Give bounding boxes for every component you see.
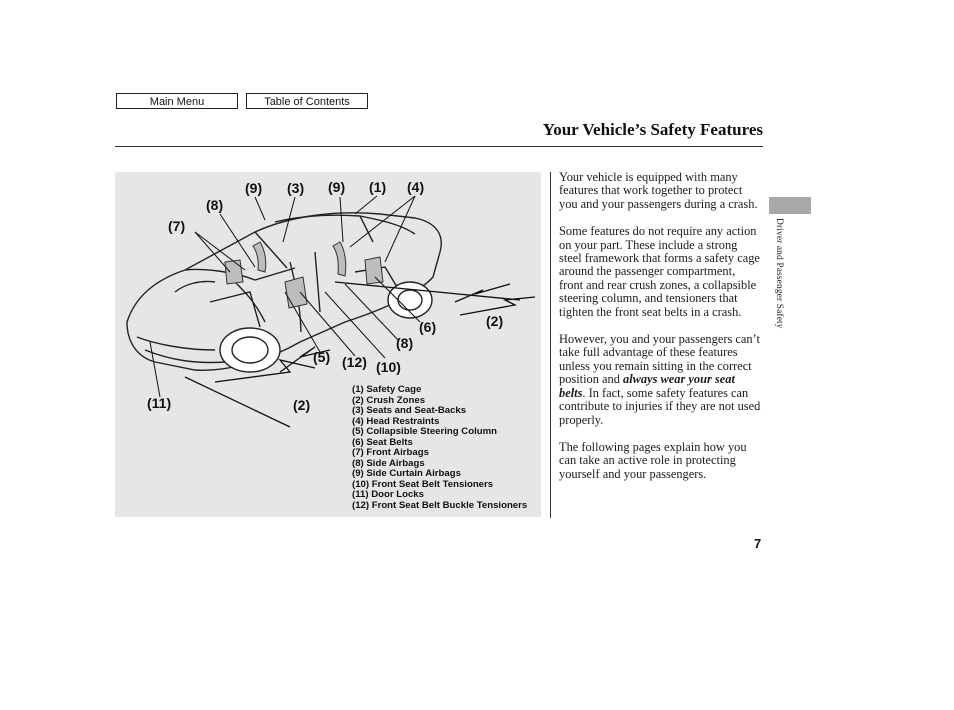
paragraph-seat-belts: However, you and your passengers can’t t…	[559, 332, 761, 427]
callout-2-right: (2)	[486, 313, 503, 329]
emphasis-seat-belts: always wear your seat belts	[559, 372, 735, 400]
callout-6: (6)	[419, 319, 436, 335]
page-number: 7	[754, 536, 762, 551]
table-of-contents-button[interactable]: Table of Contents	[246, 93, 368, 109]
car-illustration: (9) (3) (9) (1) (4) (8) (7) (6) (2) (8) …	[126, 179, 536, 428]
callout-8-top: (8)	[206, 197, 223, 213]
callout-9-left: (9)	[245, 180, 262, 196]
callout-5: (5)	[313, 349, 330, 365]
legend-item: (3) Seats and Seat-Backs	[352, 405, 467, 416]
safety-features-figure: (9) (3) (9) (1) (4) (8) (7) (6) (2) (8) …	[115, 172, 541, 517]
column-divider	[550, 172, 551, 518]
callout-7: (7)	[168, 218, 185, 234]
legend-item: (8) Side Airbags	[352, 457, 425, 469]
legend-item: (2) Crush Zones	[352, 394, 426, 406]
callout-4: (4)	[407, 179, 424, 195]
paragraph-text: . In fact, some safety features can cont…	[559, 385, 761, 427]
paragraph-following-pages: The following pages explain how you can …	[559, 439, 747, 481]
legend-item: (4) Head Restraints	[352, 415, 440, 427]
callout-8-bottom: (8)	[396, 335, 413, 351]
callout-10: (10)	[376, 359, 401, 375]
legend-item: (7) Front Airbags	[352, 447, 429, 458]
section-tab	[769, 197, 811, 214]
callout-11: (11)	[147, 395, 171, 411]
page-title: Your Vehicle’s Safety Features	[542, 120, 763, 139]
legend-item: (5) Collapsible Steering Column	[352, 426, 497, 437]
callout-12: (12)	[342, 354, 367, 370]
paragraph-intro: Your vehicle is equipped with many featu…	[559, 170, 758, 211]
legend-item: (12) Front Seat Belt Buckle Tensioners	[352, 499, 528, 511]
section-label: Driver and Passenger Safety	[774, 218, 784, 329]
callout-2-bottom: (2)	[293, 397, 310, 413]
legend-item: (6) Seat Belts	[352, 436, 413, 448]
header-rule	[115, 146, 763, 147]
callout-3: (3)	[287, 180, 304, 196]
figure-legend: (1) Safety Cage (2) Crush Zones (3) Seat…	[352, 384, 528, 511]
legend-item: (10) Front Seat Belt Tensioners	[352, 478, 494, 490]
legend-item: (9) Side Curtain Airbags	[352, 468, 461, 479]
main-menu-button[interactable]: Main Menu	[116, 93, 238, 109]
legend-item: (11) Door Locks	[352, 489, 424, 500]
paragraph-passive-features: Some features do not require any action …	[559, 224, 760, 319]
legend-item: (1) Safety Cage	[352, 384, 422, 395]
callout-1: (1)	[369, 179, 386, 195]
body-text: Your vehicle is equipped with many featu…	[559, 170, 761, 495]
callout-9-right: (9)	[328, 179, 345, 195]
paragraph-text: However, you and your passengers can’t t…	[559, 332, 760, 387]
